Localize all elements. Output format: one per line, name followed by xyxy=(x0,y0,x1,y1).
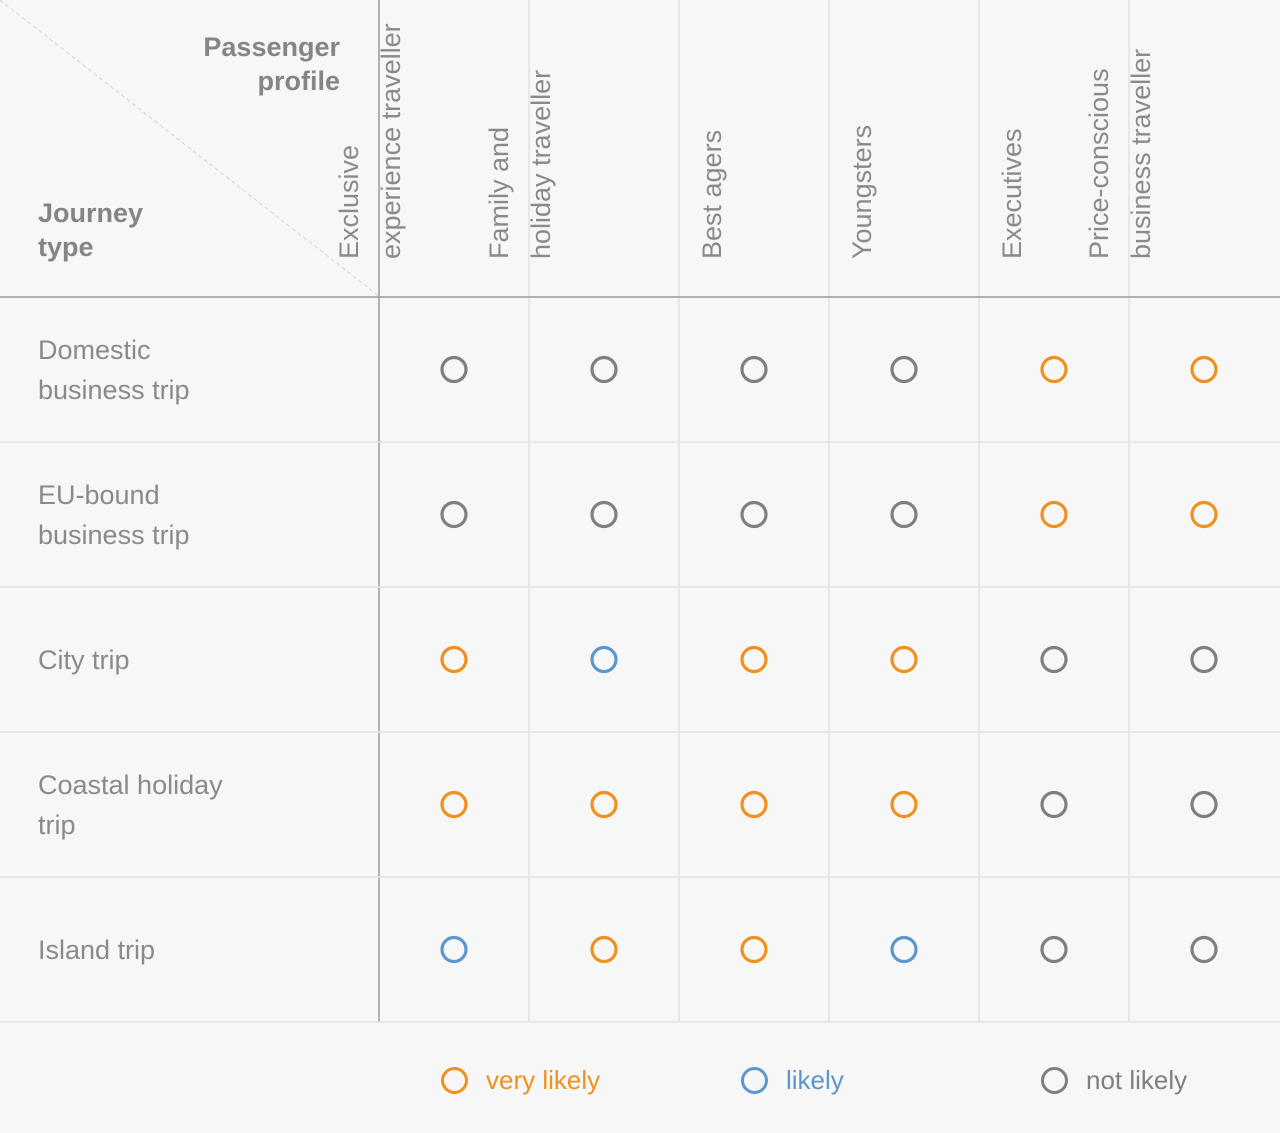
likelihood-ring xyxy=(890,790,918,819)
likelihood-ring xyxy=(590,645,618,674)
likelihood-ring xyxy=(740,500,768,529)
row-label-line: business trip xyxy=(38,374,190,405)
row-label-line: Coastal holiday xyxy=(38,769,223,800)
likelihood-ring xyxy=(590,355,618,384)
row-label-line: Domestic xyxy=(38,334,151,365)
row-label-line: business trip xyxy=(38,519,190,550)
row-axis-title: Journey type xyxy=(38,196,238,264)
row-label: EU-bound business trip xyxy=(38,475,368,555)
column-axis-title-line: profile xyxy=(257,66,340,96)
likelihood-ring xyxy=(590,935,618,964)
likelihood-ring xyxy=(890,645,918,674)
column-axis-title-line: Passenger xyxy=(203,32,340,62)
legend-ring xyxy=(1041,1067,1068,1094)
row-label-line: trip xyxy=(38,809,76,840)
likelihood-ring xyxy=(440,500,468,529)
likelihood-ring xyxy=(890,355,918,384)
likelihood-ring xyxy=(890,500,918,529)
row-label-line: City trip xyxy=(38,644,130,675)
likelihood-ring xyxy=(1190,355,1218,384)
likelihood-ring xyxy=(440,355,468,384)
likelihood-ring xyxy=(740,790,768,819)
likelihood-ring xyxy=(1040,355,1068,384)
likelihood-ring xyxy=(1040,790,1068,819)
row-label: Island trip xyxy=(38,930,368,970)
likelihood-ring xyxy=(740,645,768,674)
row-axis-title-line: type xyxy=(38,232,94,262)
likelihood-ring xyxy=(1040,935,1068,964)
row-label-line: Island trip xyxy=(38,934,156,965)
likelihood-ring xyxy=(740,935,768,964)
likelihood-ring xyxy=(590,500,618,529)
likelihood-ring xyxy=(440,790,468,819)
likelihood-ring xyxy=(440,645,468,674)
likelihood-ring xyxy=(1040,500,1068,529)
likelihood-ring xyxy=(1190,935,1218,964)
legend-ring xyxy=(441,1067,468,1094)
likelihood-ring xyxy=(590,790,618,819)
row-label-line: EU-bound xyxy=(38,479,160,510)
likelihood-ring xyxy=(1190,645,1218,674)
likelihood-ring xyxy=(440,935,468,964)
likelihood-ring xyxy=(1190,790,1218,819)
likelihood-ring xyxy=(890,935,918,964)
row-label: Coastal holiday trip xyxy=(38,765,368,845)
corner-diagonal xyxy=(0,0,380,297)
legend-label: likely xyxy=(786,1065,844,1095)
likelihood-ring xyxy=(1040,645,1068,674)
row-label: City trip xyxy=(38,640,368,680)
legend-label: very likely xyxy=(486,1065,601,1095)
row-label: Domestic business trip xyxy=(38,330,368,410)
legend-ring xyxy=(741,1067,768,1094)
row-axis-title-line: Journey xyxy=(38,198,144,228)
column-axis-title: Passenger profile xyxy=(90,30,340,98)
likelihood-ring xyxy=(740,355,768,384)
likelihood-ring xyxy=(1190,500,1218,529)
legend-label: not likely xyxy=(1086,1065,1188,1095)
